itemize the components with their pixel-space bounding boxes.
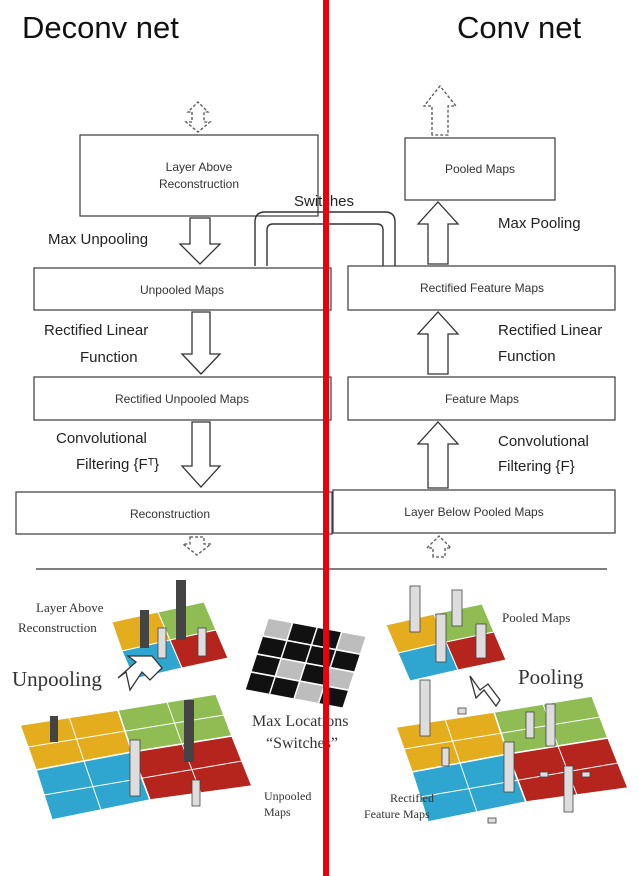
deconv-rectified-label-2: Function [80,349,138,366]
rectified-unpooled-box-label: Rectified Unpooled Maps [115,392,249,406]
conv-filtering-arrow-left [180,421,222,488]
pooled-small-map [385,585,507,682]
conv-conv-filter-label-1: Convolutional [498,433,589,450]
illus-rectified-1: Rectified [390,791,434,805]
layer-below-box-label: Layer Below Pooled Maps [404,505,543,519]
illus-max-locations-2: “Switches” [266,735,338,752]
conv-output-dashed-arrow [422,84,458,136]
max-pooling-arrow [416,201,460,265]
deconv-net-title: Deconv net [22,10,179,45]
illus-rectified-2: Feature Maps [364,807,430,821]
conv-rectified-label-1: Rectified Linear [498,322,602,339]
feature-maps-box [347,376,616,421]
rectified-unpooled-maps-box [33,376,332,421]
rectified-linear-arrow-right [416,311,460,375]
pooling-arrow [469,675,501,708]
feature-maps-box-label: Feature Maps [445,392,519,406]
layer-above-small-map [111,580,229,680]
illus-unpooling: Unpooling [12,667,102,691]
switches-grid [243,617,368,710]
illus-max-locations-1: Max Locations [252,713,348,730]
conv-filtering-arrow-right [416,421,460,489]
rectified-large-map [394,679,630,824]
layer-above-box-label-2: Reconstruction [159,177,239,191]
deconv-input-dashed-arrow [184,101,212,133]
deconv-output-dashed-arrow [181,536,213,556]
conv-rectified-label-2: Function [498,348,556,365]
rectified-linear-arrow-left [180,311,222,375]
red-divider-line [323,0,329,876]
layer-above-reconstruction-box [79,134,319,217]
unpooling-arrow [117,655,163,692]
conv-input-dashed-arrow [425,535,453,558]
pooled-maps-box [404,137,556,201]
unpooled-maps-box [33,267,332,311]
max-pooling-label: Max Pooling [498,215,581,232]
illus-unpooled-1: Unpooled [264,789,311,803]
illus-unpooled-2: Maps [264,805,291,819]
layer-above-box-label-1: Layer Above [166,160,233,174]
unpooled-large-map [18,693,254,821]
rectified-feature-maps-box [347,265,616,311]
deconv-conv-filter-label-1: Convolutional [56,430,147,447]
pooled-maps-box-label: Pooled Maps [445,162,515,176]
illus-layer-above-1: Layer Above [36,600,104,615]
max-unpooling-arrow [178,217,222,265]
illus-pooled-maps: Pooled Maps [502,610,570,625]
illus-layer-above-2: Reconstruction [18,620,97,635]
reconstruction-box [15,491,333,535]
layer-below-pooled-maps-box [332,489,616,534]
deconv-conv-filter-label-2: Filtering {Fᵀ} [76,456,159,473]
reconstruction-box-label: Reconstruction [130,507,210,521]
illus-pooling: Pooling [518,665,584,689]
deconv-rectified-label-1: Rectified Linear [44,322,148,339]
unpooled-maps-box-label: Unpooled Maps [140,283,224,297]
rectified-feature-box-label: Rectified Feature Maps [420,281,544,295]
conv-net-title: Conv net [457,10,581,45]
conv-conv-filter-label-2: Filtering {F} [498,458,575,475]
max-unpooling-label: Max Unpooling [48,231,148,248]
